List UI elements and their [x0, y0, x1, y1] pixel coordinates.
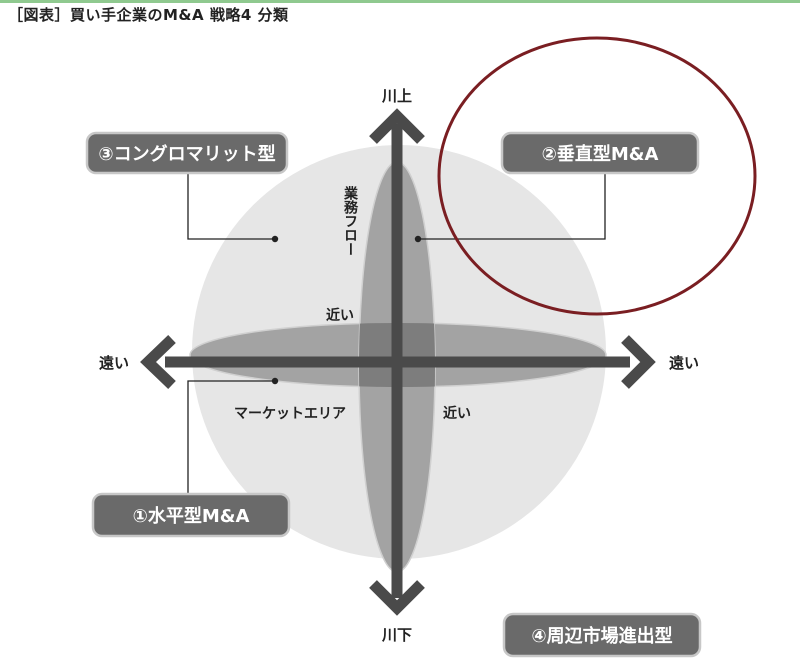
near-label-top: 近い: [326, 307, 354, 324]
highlight-circle: [437, 36, 757, 316]
conglomerate-label: ③コングロマリット型: [98, 143, 275, 165]
axis-arrows: [140, 108, 656, 616]
peripheral-label: ④周辺市場進出型: [531, 625, 672, 647]
vertical-connector: [420, 170, 606, 240]
conglomerate-connector: [187, 170, 273, 240]
axis-bottom-label: 川下: [381, 626, 412, 644]
box-vertical: ②垂直型M&A: [500, 131, 700, 175]
arrow-left-icon: [140, 335, 176, 389]
axis-left-label: 遠い: [99, 354, 129, 372]
workflow-label: 業務フロー: [342, 185, 359, 256]
arrow-up-icon: [369, 108, 425, 144]
vertical-dot: [414, 235, 422, 243]
market-area-label: マーケットエリア: [234, 406, 346, 422]
arrow-down-icon: [369, 580, 425, 616]
horizontal-dot: [271, 377, 279, 385]
axis-top-label: 川上: [381, 87, 412, 105]
box-horizontal: ①水平型M&A: [91, 492, 291, 538]
vertical-label: ②垂直型M&A: [542, 143, 659, 165]
conglomerate-dot: [271, 235, 279, 243]
box-conglomerate: ③コングロマリット型: [85, 131, 289, 175]
near-label-right: 近い: [443, 405, 471, 422]
axis-right-label: 遠い: [669, 354, 699, 372]
box-peripheral: ④周辺市場進出型: [502, 612, 702, 658]
horizontal-connector: [187, 380, 273, 497]
figure-title: ［図表］買い手企業のM&A 戦略4 分類: [8, 6, 289, 24]
arrow-right-icon: [621, 335, 656, 389]
horizontal-label: ①水平型M&A: [133, 505, 250, 527]
top-accent-line: [0, 0, 800, 3]
